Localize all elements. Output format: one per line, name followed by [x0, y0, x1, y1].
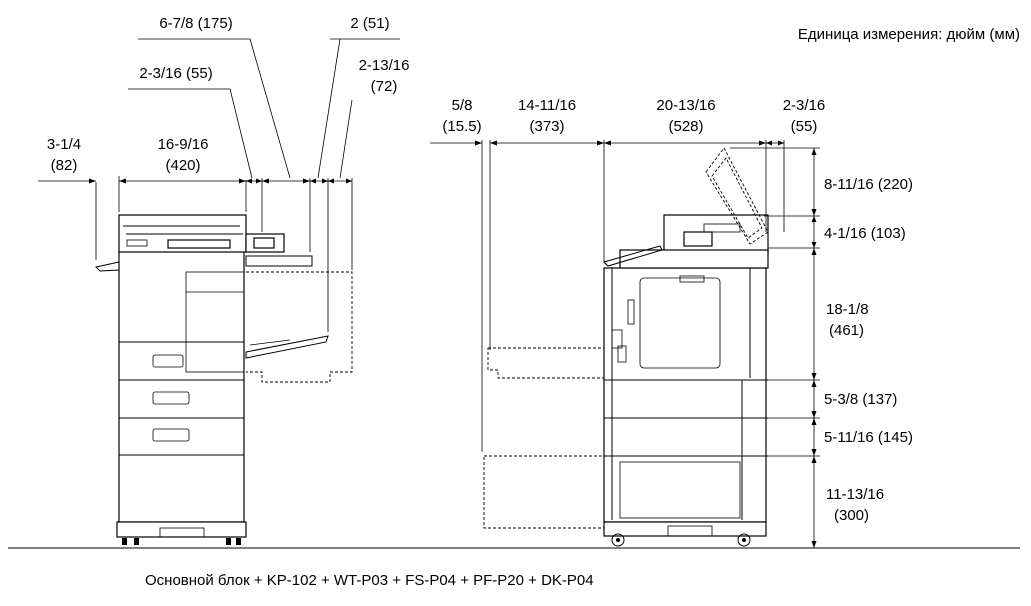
dim-label: 18-1/8 [826, 301, 869, 318]
front-view-labels: 6-7/8 (175) 2 (51) 2-13/16 (72) 2-3/16 (… [47, 15, 410, 174]
dim-label: (373) [529, 118, 564, 135]
side-view-labels: 5/8 (15.5) 14-11/16 (373) 20-13/16 (528)… [442, 97, 913, 524]
dim-label: 4-1/16 (103) [824, 225, 906, 242]
dim-label: 5-11/16 (145) [824, 429, 913, 446]
front-view-dimension-lines [38, 38, 400, 332]
side-view-machine [483, 147, 769, 547]
dim-label: 16-9/16 [158, 136, 209, 153]
dim-label: 5-3/8 (137) [824, 391, 897, 408]
dim-label: 6-7/8 (175) [159, 15, 232, 32]
dim-label: (55) [791, 118, 818, 135]
dim-label: (15.5) [442, 118, 481, 135]
dim-label: (461) [829, 322, 864, 339]
dim-label: (300) [834, 507, 869, 524]
dim-label: 2-13/16 [359, 57, 410, 74]
dim-label: 2-3/16 [783, 97, 826, 114]
unit-note: Единица измерения: дюйм (мм) [798, 26, 1020, 43]
dim-label: 2-3/16 (55) [139, 65, 212, 82]
side-view-dimension-lines [430, 140, 820, 548]
dim-label: (82) [51, 157, 78, 174]
dim-label: 8-11/16 (220) [824, 176, 913, 193]
dim-label: (420) [165, 157, 200, 174]
dim-label: 3-1/4 [47, 136, 81, 153]
dim-label: (528) [668, 118, 703, 135]
diagram-caption: Основной блок + KP-102 + WT-P03 + FS-P04… [145, 572, 594, 589]
dim-label: 20-13/16 [656, 97, 715, 114]
dim-label: 5/8 [452, 97, 473, 114]
front-view-machine [94, 214, 353, 545]
dim-label: 2 (51) [350, 15, 389, 32]
dim-label: 11-13/16 [826, 486, 884, 503]
dim-label: (72) [371, 78, 398, 95]
dim-label: 14-11/16 [518, 97, 576, 114]
